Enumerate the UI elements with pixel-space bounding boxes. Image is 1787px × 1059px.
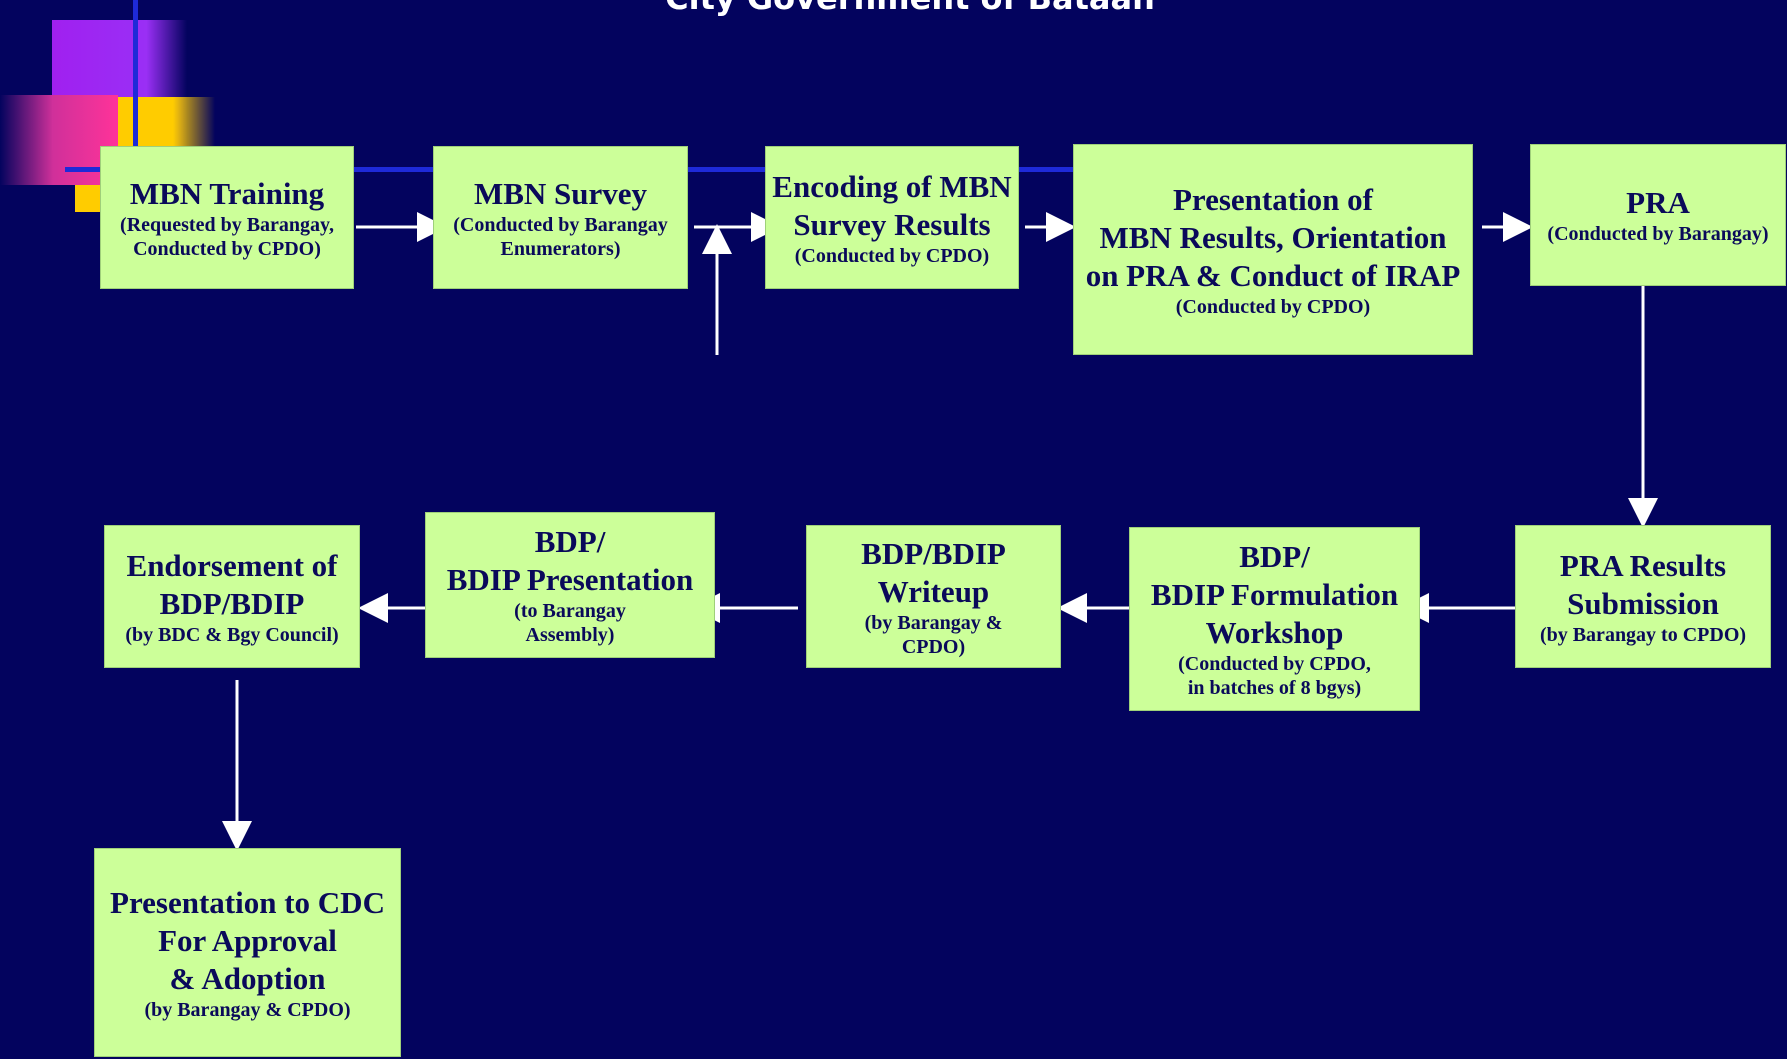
step-bdp-writeup: BDP/BDIP Writeup (by Barangay & CPDO)	[806, 525, 1061, 668]
step-subtitle: (Conducted by Barangay)	[1547, 223, 1769, 245]
step-title: BDP/ BDIP Presentation	[446, 524, 694, 597]
step-mbn-training: MBN Training (Requested by Barangay, Con…	[100, 146, 354, 289]
step-subtitle: (by BDC & Bgy Council)	[125, 623, 339, 646]
step-subtitle: (by Barangay & CPDO)	[864, 611, 1003, 658]
step-bdp-presentation: BDP/ BDIP Presentation (to Barangay Asse…	[425, 512, 715, 658]
step-cdc: Presentation to CDC For Approval & Adopt…	[94, 848, 401, 1057]
step-subtitle: (Conducted by CPDO, in batches of 8 bgys…	[1178, 653, 1371, 699]
step-endorsement: Endorsement of BDP/BDIP (by BDC & Bgy Co…	[104, 525, 360, 668]
step-pra-results: PRA Results Submission (by Barangay to C…	[1515, 525, 1771, 668]
step-title: BDP/ BDIP Formulation Workshop	[1150, 539, 1399, 650]
step-encoding: Encoding of MBN Survey Results (Conducte…	[765, 146, 1019, 289]
step-title: PRA	[1626, 185, 1690, 220]
step-title: MBN Survey	[473, 175, 648, 211]
step-title: Encoding of MBN Survey Results	[772, 168, 1012, 242]
step-title: BDP/BDIP Writeup	[861, 535, 1006, 609]
step-title: MBN Training	[129, 175, 325, 211]
step-title: PRA Results Submission	[1559, 547, 1727, 621]
step-subtitle: (by Barangay to CPDO)	[1539, 623, 1747, 646]
deco-vertical-line	[133, 0, 138, 260]
step-subtitle: (to Barangay Assembly)	[514, 600, 626, 646]
step-title: Presentation of MBN Results, Orientation…	[1085, 181, 1461, 293]
step-presentation-mbn: Presentation of MBN Results, Orientation…	[1073, 144, 1473, 355]
step-subtitle: (Conducted by CPDO)	[794, 244, 990, 267]
step-title: Endorsement of BDP/BDIP	[126, 547, 338, 621]
step-title: Presentation to CDC For Approval & Adopt…	[110, 884, 385, 996]
step-bdp-formulation: BDP/ BDIP Formulation Workshop (Conducte…	[1129, 527, 1420, 711]
step-mbn-survey: MBN Survey (Conducted by Barangay Enumer…	[433, 146, 688, 289]
step-subtitle: (Conducted by Barangay Enumerators)	[453, 213, 668, 260]
step-subtitle: (Conducted by CPDO)	[1175, 295, 1371, 318]
step-subtitle: (Requested by Barangay, Conducted by CPD…	[120, 213, 334, 260]
page-title: City Government of Bataan	[560, 0, 1260, 18]
step-pra: PRA (Conducted by Barangay)	[1530, 144, 1786, 286]
step-subtitle: (by Barangay & CPDO)	[144, 998, 351, 1021]
